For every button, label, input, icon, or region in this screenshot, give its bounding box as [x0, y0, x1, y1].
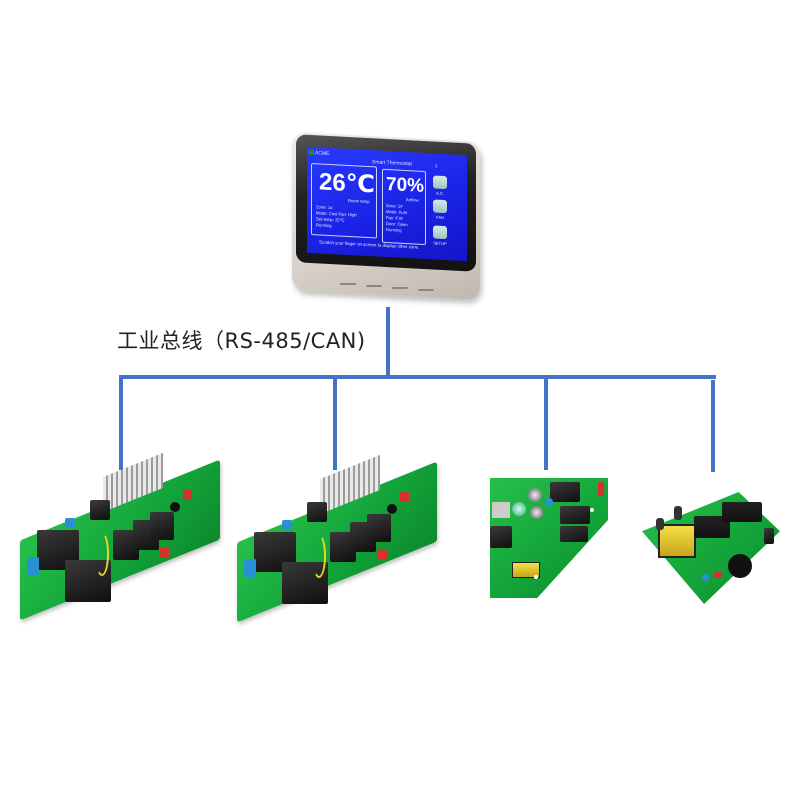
- bluetooth-icon: ᛒ: [435, 163, 439, 170]
- relay: [550, 482, 580, 502]
- mount-hole: [534, 575, 538, 579]
- vent-slot: [340, 283, 356, 285]
- relay: [367, 514, 391, 542]
- relay-board-2: [232, 454, 447, 623]
- relay: [694, 516, 730, 538]
- mount-hole: [590, 508, 594, 512]
- fan-button: [433, 199, 447, 214]
- temperature-panel: 26℃ Room temp Zone: 1# Mode: Cool Fan: H…: [311, 163, 377, 239]
- bus-trunk-line: [119, 375, 716, 379]
- relay: [560, 506, 590, 524]
- yellow-wire: [95, 532, 109, 576]
- airflow-value: 70%: [386, 173, 425, 197]
- temperature-value: 26℃: [319, 168, 375, 199]
- fan-button-label: FAN: [436, 214, 444, 220]
- screen-title: Smart Thermostat: [372, 159, 412, 168]
- relay: [307, 502, 327, 522]
- resistor: [598, 482, 604, 496]
- bus-drop-2: [333, 375, 337, 470]
- ac-button-label: A.C.: [436, 190, 444, 196]
- temperature-caption: Room temp: [348, 197, 370, 205]
- capacitor: [65, 518, 75, 528]
- electrolytic-capacitor: [512, 502, 526, 516]
- thermostat-controller: ACME Smart Thermostat ᛒ 26℃ Room temp Zo…: [288, 132, 488, 300]
- brand-logo-icon: [309, 149, 314, 156]
- setup-button-label: SETUP: [433, 240, 447, 247]
- brand-name: ACME: [315, 150, 330, 157]
- left-info-zone: Zone: 1#: [316, 204, 333, 211]
- vent-slot: [418, 289, 434, 291]
- transformer: [512, 562, 540, 578]
- relay-board-1: [15, 452, 230, 621]
- triangular-board: [490, 478, 615, 600]
- inductor-ring: [728, 554, 752, 578]
- relay: [150, 512, 174, 540]
- connector: [490, 526, 512, 548]
- right-info-zone: Zone: 1#: [386, 202, 403, 209]
- airflow-caption: Airflow: [406, 196, 419, 203]
- vent-slot: [366, 285, 382, 287]
- buzzer: [170, 502, 180, 512]
- dip-switch: [400, 492, 409, 502]
- capacitor: [282, 520, 292, 530]
- ac-button: [433, 175, 447, 190]
- capacitor: [702, 574, 709, 581]
- transformer: [658, 524, 696, 558]
- capacitor: [714, 572, 722, 578]
- electrolytic-capacitor: [674, 506, 682, 520]
- setup-button: [433, 225, 447, 240]
- transistor: [764, 528, 774, 544]
- right-info-status: Running: [386, 226, 402, 233]
- electrolytic-capacitor: [528, 488, 542, 502]
- connector: [492, 502, 510, 518]
- relay: [722, 502, 762, 522]
- electrolytic-capacitor: [530, 506, 543, 519]
- capacitor: [545, 498, 553, 506]
- dip-switch: [183, 490, 192, 500]
- capacitor: [27, 557, 39, 575]
- buzzer: [387, 504, 397, 514]
- capacitor: [244, 559, 256, 577]
- thermostat-screen: ACME Smart Thermostat ᛒ 26℃ Room temp Zo…: [307, 146, 467, 262]
- fuse: [160, 548, 170, 557]
- bus-drop-3: [544, 378, 548, 470]
- left-info-status: Running: [316, 222, 332, 229]
- bus-label: 工业总线（RS-485/CAN): [117, 329, 366, 353]
- vent-slot: [392, 287, 408, 289]
- airflow-panel: 70% Airflow Zone: 1# Mode: Auto Fan: F.W…: [382, 168, 426, 246]
- bus-drop-1: [119, 375, 123, 470]
- yellow-wire: [312, 534, 326, 578]
- power-supply-board: [636, 484, 786, 612]
- electrolytic-capacitor: [656, 518, 664, 530]
- controller-bus-drop: [386, 307, 390, 379]
- relay: [90, 500, 110, 520]
- right-info-fan: Fan: F.W: [386, 214, 403, 221]
- bus-drop-4: [711, 380, 715, 472]
- relay: [560, 526, 588, 542]
- fuse: [377, 550, 387, 559]
